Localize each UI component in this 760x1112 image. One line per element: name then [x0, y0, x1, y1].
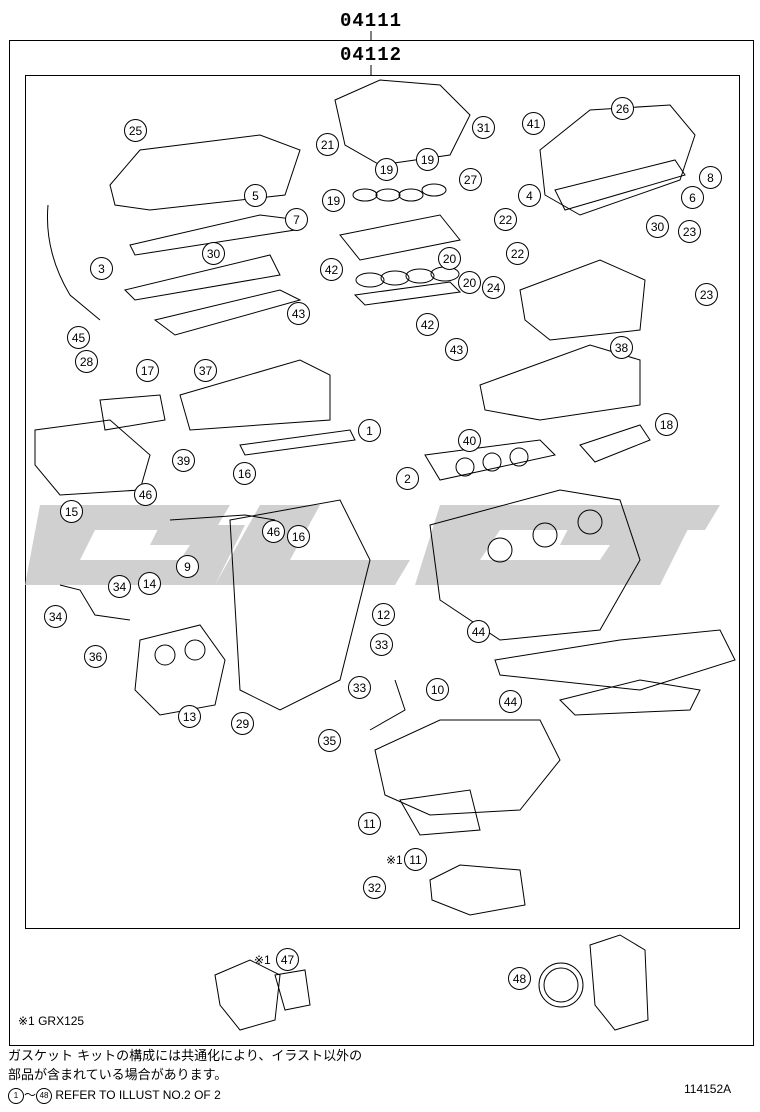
note-model: ※1 GRX125 [18, 1014, 85, 1028]
callout-39[interactable]: 39 [172, 449, 195, 472]
callout-16-a[interactable]: 16 [233, 462, 256, 485]
callout-43-a[interactable]: 43 [287, 302, 310, 325]
callout-33-a[interactable]: 33 [370, 633, 393, 656]
callout-30-a[interactable]: 30 [202, 242, 225, 265]
callout-28[interactable]: 28 [75, 350, 98, 373]
callout-42-a[interactable]: 42 [320, 258, 343, 281]
callout-46-b[interactable]: 46 [262, 520, 285, 543]
callout-18[interactable]: 18 [655, 413, 678, 436]
outer-frame [9, 40, 754, 1046]
callout-42-b[interactable]: 42 [416, 313, 439, 336]
callout-23-a[interactable]: 23 [678, 220, 701, 243]
callout-27[interactable]: 27 [459, 168, 482, 191]
callout-32[interactable]: 32 [363, 876, 386, 899]
note-japanese-line1: ガスケット キットの構成には共通化により、イラスト以外の [8, 1049, 363, 1064]
callout-34-b[interactable]: 34 [44, 605, 67, 628]
callout-6[interactable]: 6 [681, 186, 704, 209]
callout-44-a[interactable]: 44 [467, 620, 490, 643]
callout-24[interactable]: 24 [482, 276, 505, 299]
callout-11-b[interactable]: 11 [404, 848, 427, 871]
kit-code-04112: 04112 [340, 44, 403, 66]
callout-21[interactable]: 21 [316, 133, 339, 156]
refer-to-number: 48 [36, 1087, 53, 1104]
note-mark-11: ※1 [386, 853, 403, 867]
callout-31[interactable]: 31 [472, 116, 495, 139]
callout-46-a[interactable]: 46 [134, 483, 157, 506]
callout-5[interactable]: 5 [244, 184, 267, 207]
callout-20-a[interactable]: 20 [438, 247, 461, 270]
callout-16-b[interactable]: 16 [287, 525, 310, 548]
callout-29[interactable]: 29 [231, 712, 254, 735]
callout-2[interactable]: 2 [396, 467, 419, 490]
callout-19-a[interactable]: 19 [375, 158, 398, 181]
callout-3[interactable]: 3 [90, 257, 113, 280]
callout-19-c[interactable]: 19 [322, 189, 345, 212]
callout-43-b[interactable]: 43 [445, 338, 468, 361]
callout-17[interactable]: 17 [136, 359, 159, 382]
note-japanese-line2: 部品が含まれている場合があります。 [8, 1068, 228, 1083]
callout-30-b[interactable]: 30 [646, 215, 669, 238]
inner-frame [25, 75, 740, 929]
callout-48[interactable]: 48 [508, 967, 531, 990]
callout-45[interactable]: 45 [67, 326, 90, 349]
refer-from-number: 1 [8, 1087, 24, 1104]
callout-22-a[interactable]: 22 [494, 208, 517, 231]
callout-1[interactable]: 1 [358, 419, 381, 442]
callout-38[interactable]: 38 [610, 336, 633, 359]
callout-26[interactable]: 26 [611, 97, 634, 120]
callout-19-b[interactable]: 19 [416, 148, 439, 171]
callout-13[interactable]: 13 [178, 705, 201, 728]
callout-20-b[interactable]: 20 [458, 271, 481, 294]
callout-10[interactable]: 10 [426, 678, 449, 701]
callout-33-b[interactable]: 33 [348, 676, 371, 699]
refer-text: REFER TO ILLUST NO.2 OF 2 [55, 1088, 221, 1102]
callout-8[interactable]: 8 [699, 166, 722, 189]
callout-9[interactable]: 9 [176, 555, 199, 578]
refer-tilde: ～ [24, 1088, 37, 1102]
callout-37[interactable]: 37 [194, 359, 217, 382]
callout-12[interactable]: 12 [372, 603, 395, 626]
watermark-logo [25, 505, 720, 585]
note-mark-47: ※1 [254, 953, 271, 967]
callout-22-b[interactable]: 22 [506, 242, 529, 265]
callout-44-b[interactable]: 44 [499, 690, 522, 713]
callout-47[interactable]: 47 [276, 948, 299, 971]
illustration-id: 114152A [684, 1082, 732, 1096]
callout-11-a[interactable]: 11 [358, 812, 381, 835]
callout-35[interactable]: 35 [318, 729, 341, 752]
callout-4[interactable]: 4 [518, 184, 541, 207]
callout-7[interactable]: 7 [285, 208, 308, 231]
callout-36[interactable]: 36 [84, 645, 107, 668]
refer-note: 1～48 REFER TO ILLUST NO.2 OF 2 [8, 1086, 221, 1104]
callout-15[interactable]: 15 [60, 500, 83, 523]
callout-14[interactable]: 14 [138, 572, 161, 595]
callout-25[interactable]: 25 [124, 119, 147, 142]
callout-23-b[interactable]: 23 [695, 283, 718, 306]
kit-code-04111: 04111 [340, 10, 403, 32]
callout-40[interactable]: 40 [458, 429, 481, 452]
callout-41[interactable]: 41 [522, 112, 545, 135]
callout-34-a[interactable]: 34 [108, 575, 131, 598]
